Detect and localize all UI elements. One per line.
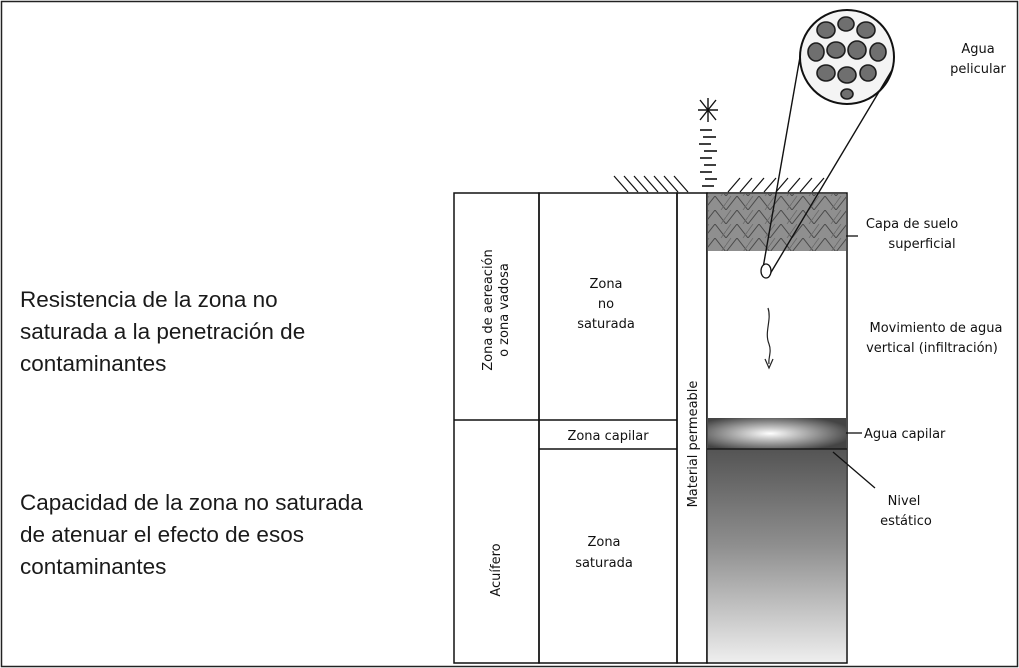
capacity-line-2: de atenuar el efecto de esos <box>20 522 304 547</box>
aquifer-label: Acuífero <box>489 543 504 596</box>
saturated-layer <box>708 449 846 662</box>
film-water-line-1: Agua <box>961 42 994 57</box>
film-water-line-2: pelicular <box>950 62 1006 77</box>
resistance-line-3: contaminantes <box>20 351 167 376</box>
topsoil-layer <box>708 194 846 251</box>
capillary-layer <box>708 418 846 449</box>
infiltration-line-1: Movimiento de agua <box>870 321 1003 336</box>
soil-grains-icon <box>807 16 887 100</box>
sun-icon <box>698 98 718 122</box>
permeable-material-label: Material permeable <box>686 381 701 508</box>
unsaturated-zone-line-3: saturada <box>577 317 635 332</box>
ground-hatching <box>613 175 825 193</box>
static-level-line-2: estático <box>880 514 932 529</box>
saturated-zone-line-1: Zona <box>587 535 620 550</box>
unsaturated-zone-line-2: no <box>598 297 614 312</box>
unsaturated-zone-line-1: Zona <box>589 277 622 292</box>
vadose-zone-label-1: Zona de aereación <box>481 249 496 371</box>
rain-icon <box>699 129 717 187</box>
capillary-water-label: Agua capilar <box>864 427 946 442</box>
resistance-line-1: Resistencia de la zona no <box>20 287 278 312</box>
capillary-zone-label: Zona capilar <box>567 429 649 444</box>
static-level-line-1: Nivel <box>888 494 921 509</box>
resistance-line-2: saturada a la penetración de <box>20 319 306 344</box>
capacity-line-1: Capacidad de la zona no saturada <box>20 490 363 515</box>
infiltration-line-2: vertical (infiltración) <box>866 341 998 356</box>
saturated-zone-line-2: saturada <box>575 556 633 571</box>
profile-columns <box>453 192 708 664</box>
capacity-line-3: contaminantes <box>20 554 167 579</box>
magnifier-lens <box>760 9 895 279</box>
vadose-zone-label-2: o zona vadosa <box>497 263 512 357</box>
topsoil-line-1: Capa de suelo <box>866 217 958 232</box>
topsoil-line-2: superficial <box>888 237 955 252</box>
callout-lines <box>832 235 876 489</box>
capacity-note: Capacidad de la zona no saturada de aten… <box>20 487 450 583</box>
resistance-note: Resistencia de la zona no saturada a la … <box>20 284 450 380</box>
infiltration-arrow <box>764 307 774 370</box>
